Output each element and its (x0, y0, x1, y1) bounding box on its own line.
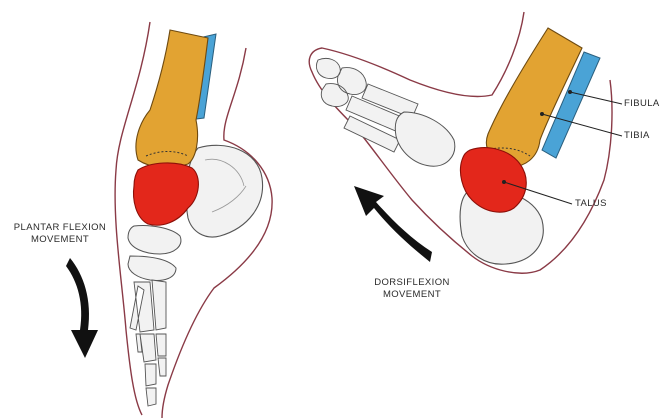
right-navicular-bone (395, 112, 454, 166)
dorsiflexion-foot (309, 12, 622, 273)
fibula-label: FIBULA (624, 98, 660, 110)
plantar-flexion-label-line1: PLANTAR FLEXION (8, 222, 112, 234)
left-phalanges (136, 334, 166, 406)
dorsiflexion-label: DORSIFLEXION MOVEMENT (364, 277, 460, 301)
plantar-flexion-arrow (66, 258, 98, 358)
plantar-flexion-label-line2: MOVEMENT (8, 234, 112, 246)
talus-label: TALUS (575, 198, 607, 210)
plantar-flexion-label: PLANTAR FLEXION MOVEMENT (8, 222, 112, 246)
plantar-flexion-foot (66, 22, 272, 418)
dorsiflexion-label-line1: DORSIFLEXION (364, 277, 460, 289)
dorsiflexion-label-line2: MOVEMENT (364, 289, 460, 301)
left-metatarsals (130, 280, 166, 332)
left-navicular-bone (128, 225, 181, 254)
left-tibia-bone (136, 30, 208, 167)
dorsiflexion-arrow (354, 186, 432, 262)
tibia-label: TIBIA (624, 130, 650, 142)
